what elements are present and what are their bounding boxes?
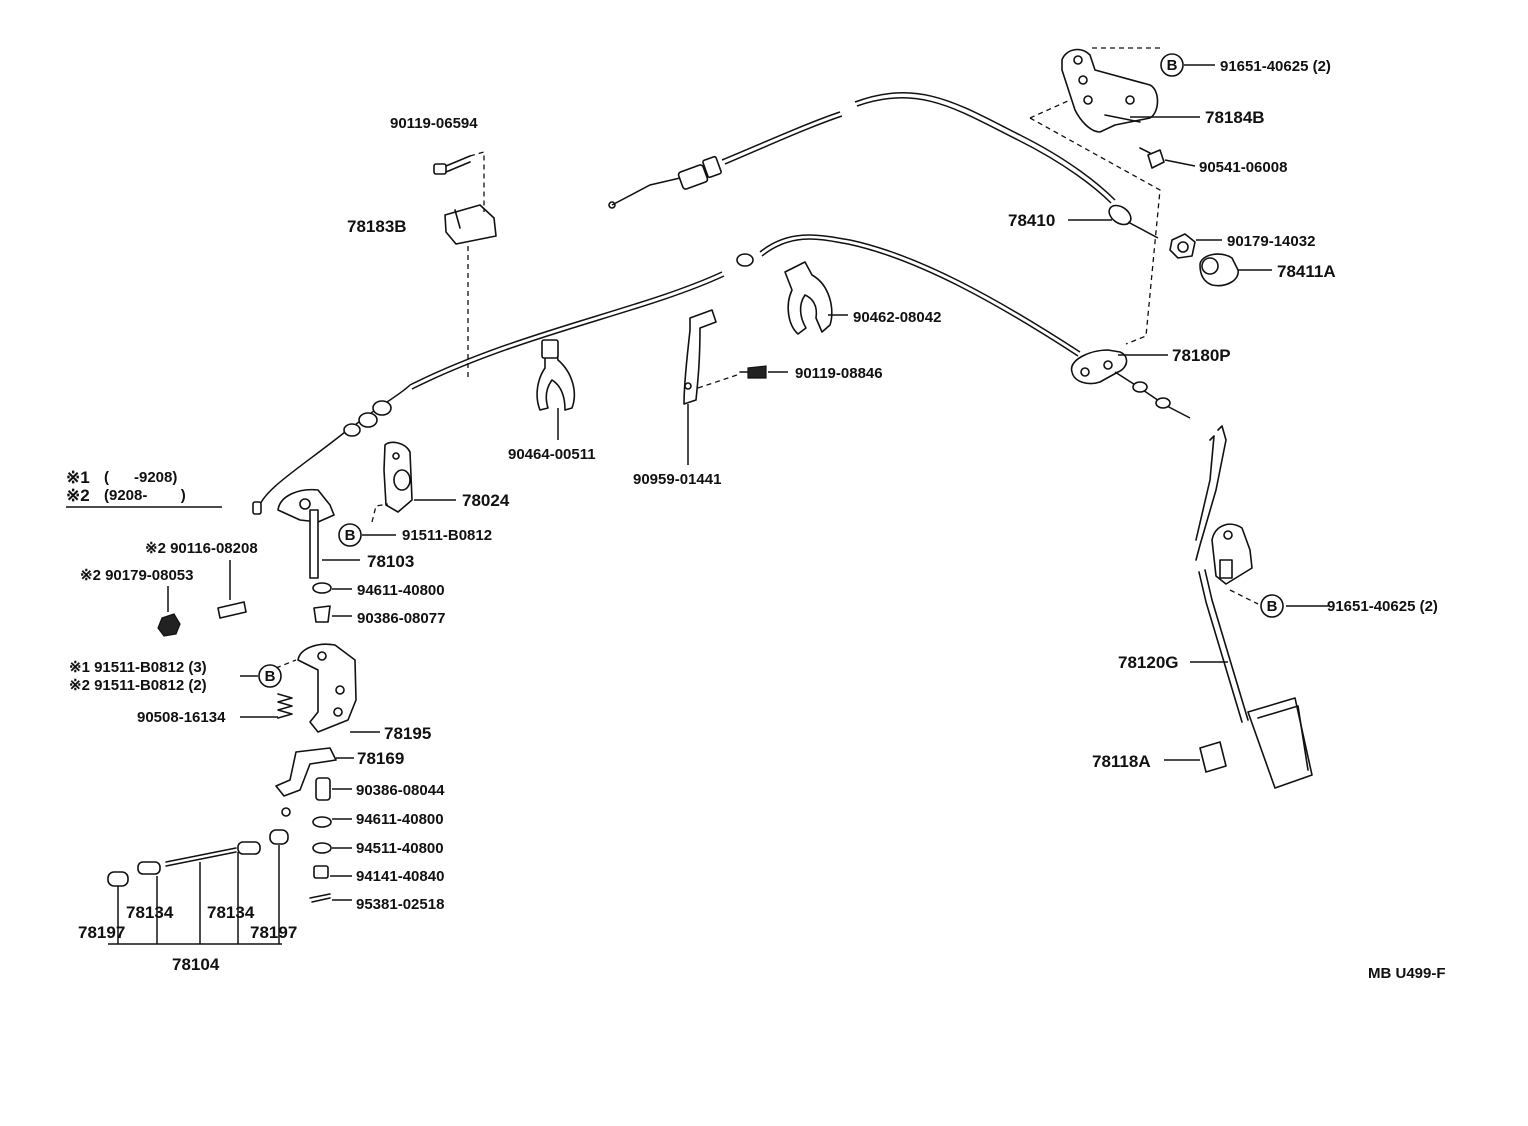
label-78024: 78024 [462,491,510,510]
label-90959-01441: 90959-01441 [633,471,721,488]
label-78120G: 78120G [1118,653,1179,672]
label-78104: 78104 [172,955,220,974]
label-78169: 78169 [357,749,404,768]
label-94141-40840: 94141-40840 [356,868,444,885]
legend-note1-mark: ※1 [66,468,90,487]
label-78134-b: 78134 [207,903,255,922]
bolt-symbol-letter: B [1267,598,1278,615]
label-78195: 78195 [384,724,431,743]
spring-90508-16134 [277,693,293,719]
washer-94611-40800-a [312,582,332,594]
label-95381-02518: 95381-02518 [356,896,444,913]
label-90179-08053: ※2 90179-08053 [80,567,194,584]
bracket-78024 [383,441,413,513]
bracket-90959-01441 [683,309,717,405]
cable-78410 [608,92,1159,239]
label-90119-08846: 90119-08846 [795,365,883,382]
label-91651-40625-top: 91651-40625 (2) [1220,58,1331,75]
label-78184B: 78184B [1205,108,1265,127]
nut-90179-14032 [1169,233,1196,259]
cable-78180P [252,234,1191,515]
label-90541-06008: 90541-06008 [1199,159,1287,176]
bolt-90119-08846 [739,365,767,379]
stopper-78118A [1199,741,1227,773]
revision-legend: ※1 ( -9208) ※2 (9208- ) [66,468,186,505]
bolt-symbol-top: B [1160,53,1184,77]
nut-94141-40840 [313,865,329,879]
label-78183B: 78183B [347,217,407,236]
bolt-symbol-letter: B [265,668,276,685]
bracket-78195 [297,643,357,733]
bolt-symbol-letter: B [1167,57,1178,74]
legend-note2-mark: ※2 [66,486,90,505]
label-90386-08077: 90386-08077 [357,610,445,627]
pedal-78120G [1195,425,1313,789]
washer-94611-40800-b [312,816,332,828]
pin-95381-02518 [309,893,331,903]
label-94511-40800: 94511-40800 [356,840,444,857]
label-91511-B0812-2: ※2 91511-B0812 (2) [69,677,207,694]
label-91511-B0812: 91511-B0812 [402,527,492,544]
assembly-lines [275,47,1259,669]
lever-78103 [277,488,335,579]
diagram-code: MB U499-F [1368,965,1446,982]
label-78134-a: 78134 [126,903,174,922]
lever-78169 [275,747,337,817]
label-90179-14032: 90179-14032 [1227,233,1315,250]
label-78411A: 78411A [1277,262,1336,281]
bolt-symbol-right: B [1260,594,1284,618]
bolt-symbol-mid: B [258,664,282,688]
bracket-78183B [444,204,497,245]
clamp-90462-08042 [784,261,833,335]
stopper-78411A [1199,253,1239,287]
label-90119-06594: 90119-06594 [390,115,478,132]
label-90386-08044: 90386-08044 [356,782,445,799]
leader-lines [66,64,1328,945]
legend-note2-range: (9208- ) [104,487,186,504]
washer-94511-40800 [312,842,332,854]
rod-78104 [107,829,289,887]
clamp-90464-00511 [536,339,576,411]
label-91651-40625-right: 91651-40625 (2) [1327,598,1438,615]
bolt-symbol-left: B [338,523,362,547]
nut-90179-08053 [157,613,181,637]
label-78118A: 78118A [1092,752,1151,771]
label-90116-08208: ※2 90116-08208 [145,540,258,557]
label-78410: 78410 [1008,211,1055,230]
label-94611-40800-a: 94611-40800 [357,582,445,599]
bushing-90386-08077 [313,605,331,623]
label-90462-08042: 90462-08042 [853,309,941,326]
label-91511-B0812-3: ※1 91511-B0812 (3) [69,659,207,676]
stud-90116-08208 [217,601,247,619]
legend-note1-range: ( -9208) [104,469,177,486]
label-78197-b: 78197 [250,923,297,942]
label-78197-a: 78197 [78,923,125,942]
bracket-78184B [1061,48,1159,133]
label-78180P: 78180P [1172,346,1231,365]
label-78103: 78103 [367,552,414,571]
bushing-90386-08044 [315,777,331,801]
bolt-symbol-letter: B [345,527,356,544]
bolt-90119-06594 [433,155,471,175]
label-94611-40800-b: 94611-40800 [356,811,444,828]
label-90464-00511: 90464-00511 [508,446,596,463]
bolt-90541-06008 [1139,147,1165,169]
label-90508-16134: 90508-16134 [137,709,226,726]
